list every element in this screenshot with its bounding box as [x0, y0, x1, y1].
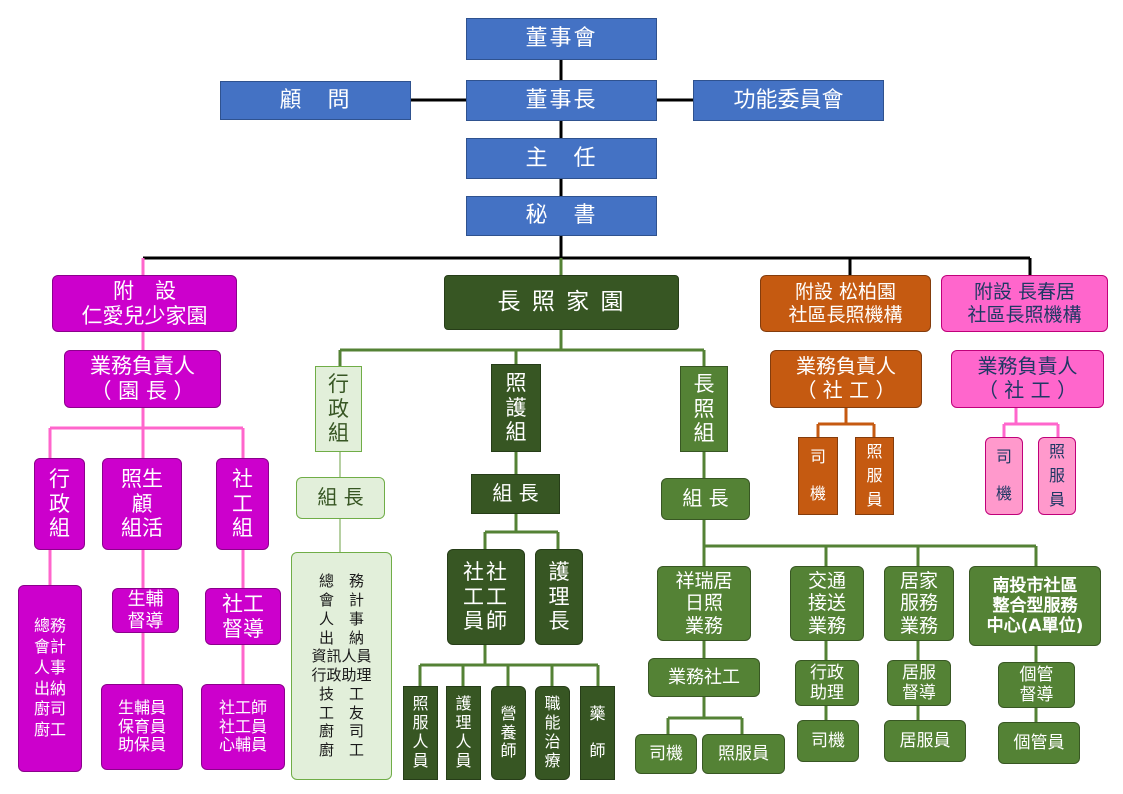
transport-service: 交通 接送 業務: [790, 566, 864, 641]
home-care-supervisor: 居服 督導: [887, 660, 951, 706]
longcare-admin-leader: 組 長: [296, 477, 385, 519]
longcare-social-workers: 社社 工工 員師: [447, 549, 525, 645]
longcare-home-title: 長 照 家 園: [444, 275, 679, 330]
xiangrui-daycare: 祥瑞居 日照 業務: [657, 566, 751, 641]
longcare-care-attendants: 照 服 人 員: [403, 686, 438, 780]
board-of-directors: 董事會: [466, 18, 657, 60]
longcare-ltc-group: 長 照 組: [680, 366, 728, 452]
longcare-admin-group: 行 政 組: [315, 366, 362, 452]
changchun-driver: 司 機: [985, 437, 1023, 515]
chairman: 董事長: [466, 80, 657, 121]
songbo-head: 業務負責人 （ 社 工 ）: [770, 350, 922, 408]
longcare-nursing-staff: 護 理 人 員: [446, 686, 481, 780]
renai-social-staff: 社工師 社工員 心輔員: [201, 684, 285, 770]
director: 主 任: [466, 138, 657, 179]
longcare-admin-staff: 總 務 會 計 人 事 出 納 資訊人員 行政助理 技 工 工 友 廚 司 廚 …: [291, 552, 392, 780]
function-committee: 功能委員會: [693, 80, 884, 121]
home-care-worker: 居服員: [884, 720, 966, 762]
changchun-care-attendant: 照 服 員: [1038, 437, 1076, 515]
nantou-case-supervisor: 個管 督導: [998, 662, 1075, 708]
longcare-pharmacist: 藥 師: [580, 686, 615, 780]
renai-admin-staff: 總務 會計 人事 出納 廚司 廚工: [18, 585, 82, 772]
longcare-occupational-therapy: 職 能 治 療: [535, 686, 570, 780]
songbo-care-attendant: 照 服 員: [855, 437, 894, 515]
renai-social-group: 社 工 組: [216, 458, 269, 550]
nantou-a-unit: 南投市社區 整合型服務 中心(A單位): [969, 566, 1101, 646]
secretary: 秘 書: [466, 196, 657, 236]
xiangrui-driver: 司機: [635, 734, 697, 774]
changchun-head: 業務負責人 （ 社 工 ）: [951, 350, 1104, 408]
renai-head: 業務負責人 （ 園 長 ）: [64, 350, 221, 408]
longcare-ltc-leader: 組 長: [661, 478, 750, 520]
longcare-care-leader: 組 長: [471, 474, 560, 514]
longcare-care-group: 照 護 組: [491, 364, 541, 452]
changchun-institution-title: 附設 長春居 社區長照機構: [941, 275, 1108, 332]
longcare-head-nurse: 護 理 長: [535, 549, 583, 645]
nantou-case-manager: 個管員: [998, 722, 1080, 764]
longcare-dietitian: 營 養 師: [491, 686, 526, 780]
renai-care-staff: 生輔員 保育員 助保員: [101, 684, 183, 770]
renai-admin-group: 行 政 組: [34, 458, 85, 550]
renai-social-supervisor: 社工 督導: [205, 588, 281, 645]
transport-admin-assistant: 行政 助理: [795, 660, 859, 706]
songbo-driver: 司 機: [798, 437, 838, 515]
renai-home-title: 附 設 仁愛兒少家園: [52, 275, 237, 332]
home-care-service: 居家 服務 業務: [884, 566, 954, 641]
renai-care-group: 照生 顧 組活: [102, 458, 182, 550]
transport-driver: 司機: [797, 720, 859, 762]
songbo-institution-title: 附設 松柏園 社區長照機構: [760, 275, 931, 332]
advisor: 顧 問: [220, 81, 411, 120]
renai-care-supervisor: 生輔 督導: [112, 588, 179, 633]
xiangrui-care-attendant: 照服員: [702, 734, 785, 774]
xiangrui-social-worker: 業務社工: [648, 658, 760, 697]
